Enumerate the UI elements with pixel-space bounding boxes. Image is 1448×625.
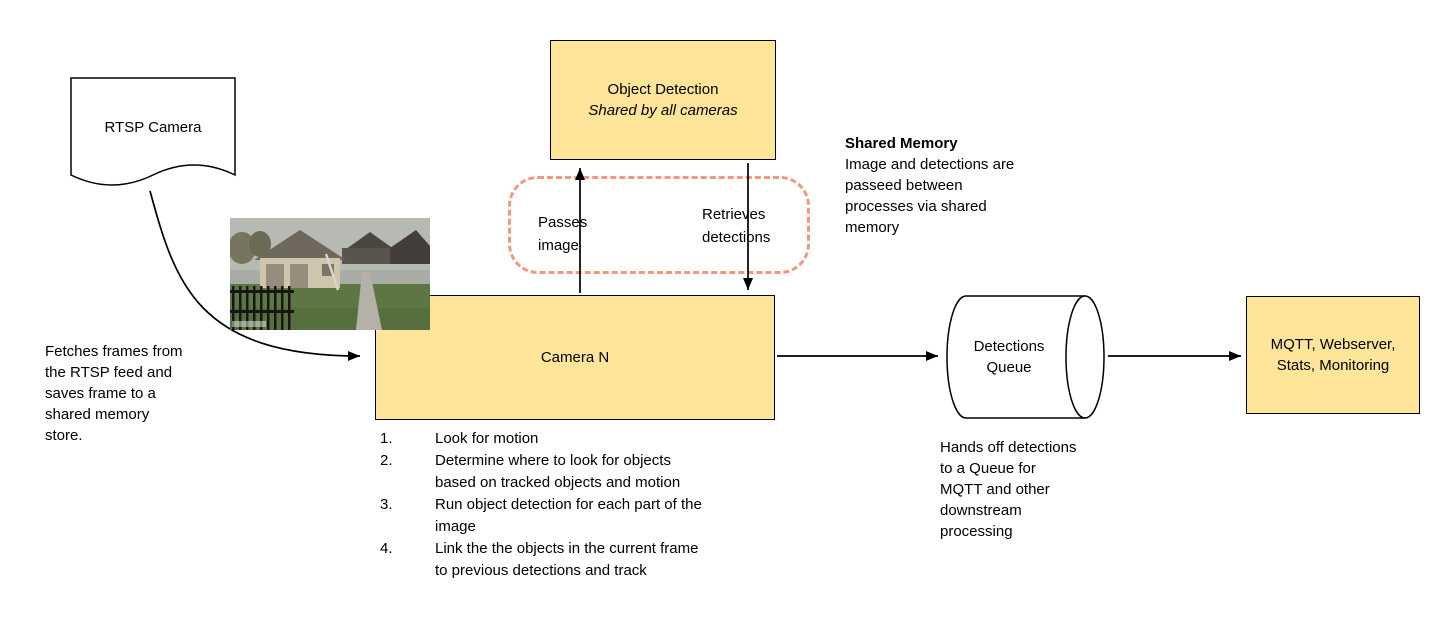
step-text: Run object detection for each part of th… <box>435 496 702 535</box>
queue-note: Hands off detections to a Queue for MQTT… <box>940 439 1077 540</box>
camera-steps-list: 1. Look for motion 2. Determine where to… <box>380 428 720 582</box>
rtsp-camera-label: RTSP Camera <box>104 119 202 136</box>
camera-step-3: 3. Run object detection for each part of… <box>380 494 720 538</box>
camera-n-label: Camera N <box>540 349 610 366</box>
detections-queue-label: Detections Queue <box>973 338 1045 376</box>
outputs-label: MQTT, Webserver, Stats, Monitoring <box>1270 336 1396 374</box>
object-detection-title: Object Detection <box>607 81 719 98</box>
step-number: 1. <box>380 430 393 447</box>
retrieves-detections-label: Retrieves detections <box>702 206 771 246</box>
step-number: 4. <box>380 540 393 557</box>
passes-image-label: Passes image <box>538 214 588 254</box>
camera-step-1: 1. Look for motion <box>380 428 720 450</box>
node-outputs: MQTT, Webserver, Stats, Monitoring <box>1246 296 1420 414</box>
step-number: 3. <box>380 496 393 513</box>
fetch-note: Fetches frames from the RTSP feed and sa… <box>45 343 183 444</box>
camera-step-2: 2. Determine where to look for objects b… <box>380 450 720 494</box>
queue-cylinder-shape <box>946 295 1105 419</box>
node-detections-queue: Detections Queue <box>945 294 1107 420</box>
camera-snapshot-image <box>228 218 430 330</box>
step-text: Look for motion <box>435 430 539 447</box>
node-camera-n: Camera N <box>375 295 775 420</box>
step-text: Determine where to look for objects base… <box>435 452 681 491</box>
shared-memory-region <box>508 176 810 274</box>
node-rtsp-camera: RTSP Camera <box>70 77 236 197</box>
camera-step-4: 4. Link the the objects in the current f… <box>380 538 720 582</box>
step-text: Link the the objects in the current fram… <box>435 540 699 579</box>
step-number: 2. <box>380 452 393 469</box>
node-object-detection: Object Detection Shared by all cameras <box>550 40 776 160</box>
object-detection-subtitle: Shared by all cameras <box>588 102 738 119</box>
shared-memory-note-body: Image and detections are passeed between… <box>845 156 1015 236</box>
shared-memory-note-title: Shared Memory <box>845 135 958 152</box>
document-shape <box>70 77 236 186</box>
shared-memory-note: Shared Memory Image and detections are p… <box>845 133 1025 238</box>
camera-snapshot-scene <box>228 218 430 330</box>
